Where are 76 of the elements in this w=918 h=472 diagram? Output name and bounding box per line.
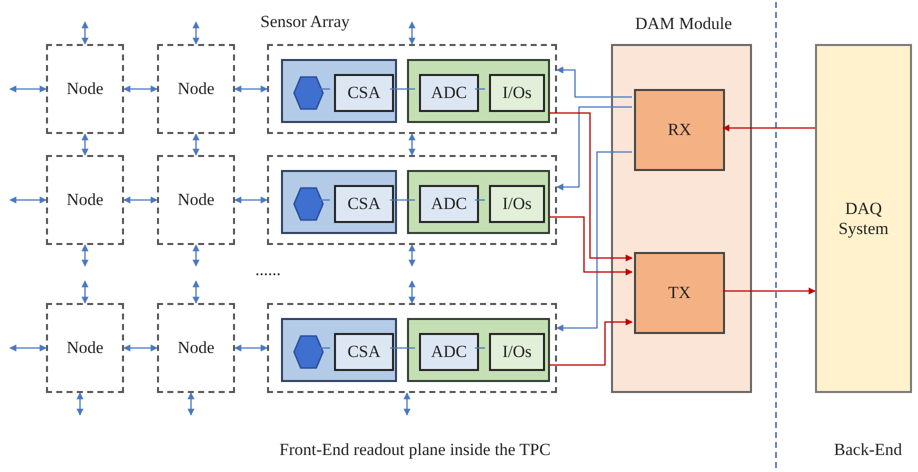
csa-box: CSA	[334, 333, 394, 371]
arrow	[556, 66, 632, 98]
arrow	[556, 106, 632, 190]
arrow	[192, 244, 200, 267]
readout-chip-box	[267, 303, 557, 393]
arrow	[76, 392, 84, 416]
daq-system-box: DAQ System	[815, 44, 912, 393]
arrow	[9, 344, 47, 352]
arrow	[408, 133, 416, 156]
front-end-panel	[281, 59, 397, 123]
arrow	[192, 21, 200, 45]
arrow	[123, 86, 158, 92]
arrow	[188, 392, 194, 416]
arrow	[404, 392, 410, 416]
region-caption: Front-End readout plane inside the TPC	[279, 440, 551, 460]
sensor-hexagon	[293, 187, 324, 221]
adc-box: ADC	[419, 185, 479, 223]
arrow	[556, 151, 632, 332]
digital-panel	[407, 59, 550, 123]
connector-line	[390, 88, 415, 90]
digital-panel	[407, 170, 550, 234]
arrow	[408, 21, 416, 45]
arrow	[408, 244, 416, 267]
io-box: I/Os	[489, 333, 545, 371]
arrow	[9, 196, 47, 204]
front-end-panel	[281, 318, 397, 382]
connector-line	[475, 347, 485, 349]
arrow	[408, 280, 416, 304]
io-box: I/Os	[489, 74, 545, 112]
connector-line	[390, 199, 415, 201]
digital-panel	[407, 318, 550, 382]
arrow	[234, 86, 268, 92]
arrow	[548, 216, 633, 276]
receiver-box: RX	[634, 89, 725, 171]
arrow	[548, 112, 633, 262]
arrow	[723, 288, 816, 294]
node-box: Node	[157, 44, 235, 134]
connector-line	[320, 88, 330, 90]
csa-box: CSA	[334, 185, 394, 223]
arrow	[192, 133, 200, 156]
adc-box: ADC	[419, 74, 479, 112]
module-title: DAM Module	[635, 14, 732, 34]
readout-chip-box	[267, 155, 557, 245]
connector-line	[320, 347, 330, 349]
io-box: I/Os	[489, 185, 545, 223]
csa-box: CSA	[334, 74, 394, 112]
node-box: Node	[46, 155, 124, 245]
sensor-hexagon	[293, 76, 324, 110]
arrow	[82, 133, 88, 156]
node-box: Node	[46, 303, 124, 393]
group-title: Sensor Array	[260, 12, 350, 32]
connector-line	[320, 199, 330, 201]
node-box: Node	[46, 44, 124, 134]
node-box: Node	[157, 155, 235, 245]
sensor-hexagon	[293, 335, 324, 369]
adc-box: ADC	[419, 333, 479, 371]
node-box: Node	[157, 303, 235, 393]
arrow	[82, 21, 88, 45]
readout-chip-box	[267, 44, 557, 134]
ellipsis-text: ......	[255, 260, 281, 280]
arrow	[234, 196, 268, 204]
arrow	[82, 244, 88, 267]
connector-line	[390, 347, 415, 349]
arrow	[234, 344, 268, 352]
arrow	[548, 318, 633, 366]
transmitter-box: TX	[634, 252, 725, 334]
arrow	[123, 344, 158, 352]
arrow	[123, 196, 158, 204]
connector-line	[475, 88, 485, 90]
arrow	[82, 280, 88, 304]
connector-line	[475, 199, 485, 201]
arrow	[192, 280, 200, 304]
arrow	[9, 86, 47, 92]
region-caption: Back-End	[834, 440, 902, 460]
front-end-panel	[281, 170, 397, 234]
arrow	[722, 124, 815, 132]
